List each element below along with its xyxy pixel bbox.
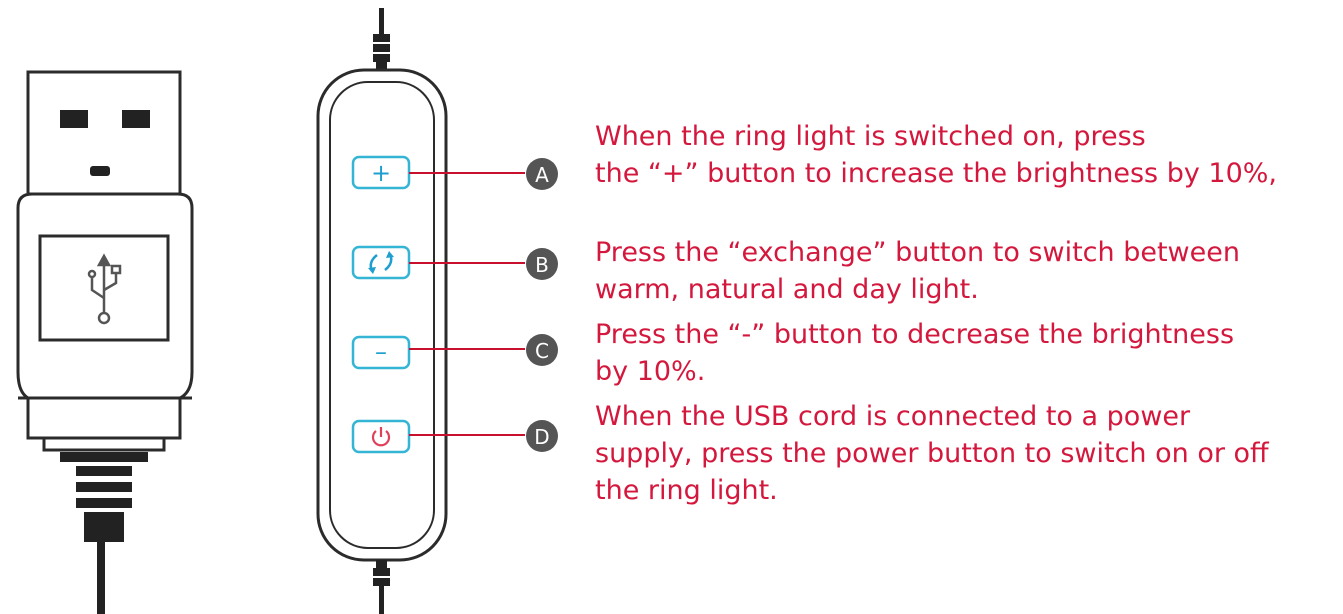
minus-button[interactable]: – xyxy=(351,335,411,370)
description-a: When the ring light is switched on, pres… xyxy=(595,118,1340,192)
plus-icon: + xyxy=(371,159,391,187)
svg-text:A: A xyxy=(535,163,549,187)
description-d-line-3: the ring light. xyxy=(595,475,778,506)
description-d-line-1: When the USB cord is connected to a powe… xyxy=(595,401,1191,432)
description-d: When the USB cord is connected to a powe… xyxy=(595,398,1340,509)
svg-text:C: C xyxy=(535,339,549,363)
controller-body-inner xyxy=(329,81,435,549)
marker-a: A xyxy=(526,158,558,190)
usb-contact-center xyxy=(90,166,110,176)
marker-d: D xyxy=(526,420,558,452)
exchange-button[interactable] xyxy=(351,245,411,280)
description-a-line-1: When the ring light is switched on, pres… xyxy=(595,121,1146,152)
minus-icon: – xyxy=(375,338,387,366)
description-d-line-2: supply, press the power button to switch… xyxy=(595,438,1269,469)
cord-top xyxy=(379,8,384,34)
usb-cord xyxy=(97,540,105,614)
description-c: Press the “-” button to decrease the bri… xyxy=(595,316,1340,390)
description-b-line-2: warm, natural and day light. xyxy=(595,274,979,305)
description-b: Press the “exchange” button to switch be… xyxy=(595,234,1340,308)
power-icon xyxy=(371,427,391,447)
plus-button[interactable]: + xyxy=(351,155,411,190)
usb-trident-icon xyxy=(87,253,122,325)
marker-b: B xyxy=(526,248,558,280)
description-c-line-2: by 10%. xyxy=(595,356,706,387)
usb-strain-relief xyxy=(42,436,166,452)
usb-plug xyxy=(16,70,194,614)
usb-contact-left xyxy=(60,110,88,128)
inline-controller: + – xyxy=(316,8,558,614)
power-button[interactable] xyxy=(351,419,411,454)
svg-text:B: B xyxy=(535,253,549,277)
usb-contact-right xyxy=(122,110,150,128)
exchange-icon xyxy=(368,251,394,274)
marker-c: C xyxy=(526,334,558,366)
description-c-line-1: Press the “-” button to decrease the bri… xyxy=(595,319,1235,350)
description-a-line-2: the “+” button to increase the brightnes… xyxy=(595,158,1277,189)
controller-body-outer xyxy=(316,68,448,562)
svg-text:D: D xyxy=(534,425,549,449)
description-b-line-1: Press the “exchange” button to switch be… xyxy=(595,237,1240,268)
cord-bottom xyxy=(379,586,384,614)
